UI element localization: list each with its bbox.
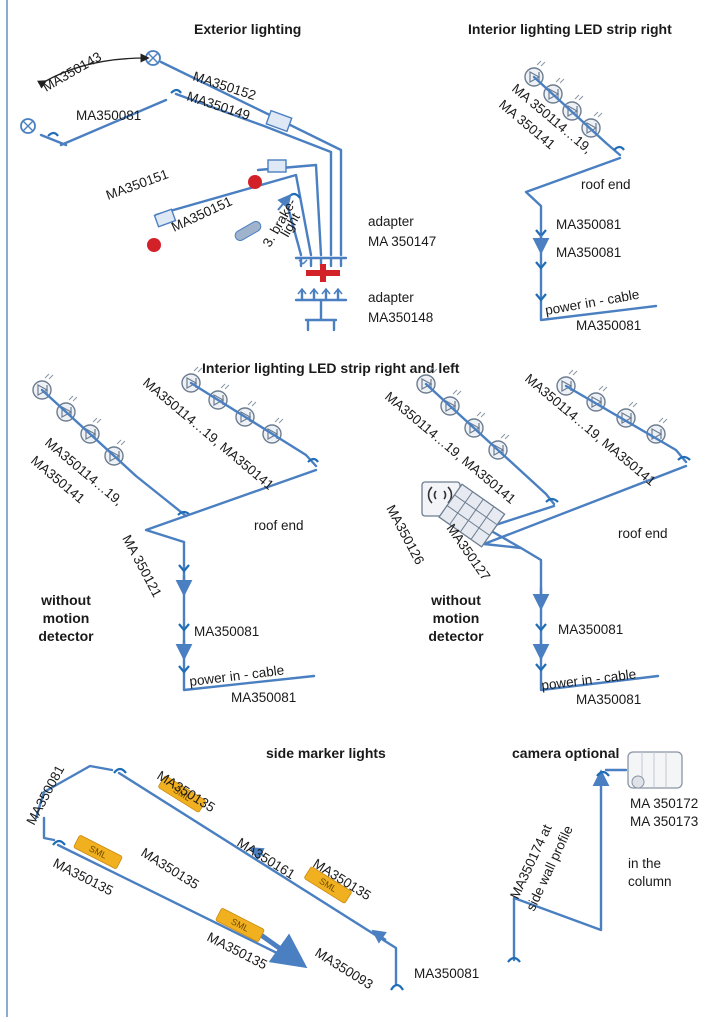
label-il-without-2: motion [43,610,90,626]
adapter-bottom-icon [294,287,348,332]
interior-both-left-wiring [32,366,319,692]
label-irr-sensor-1: MA350126 [383,502,427,567]
sml-light-icon: SML [73,835,123,869]
label-irr-power-in: power in - cable [541,666,637,693]
label-adapter1-l2: MA 350147 [368,234,436,249]
label-cam-2: MA 350173 [630,814,698,829]
interior-right-wiring [524,60,658,322]
brake-light-icon [234,221,262,241]
camera-wiring [507,751,683,963]
label-il-ext: MA350081 [194,624,259,639]
label-sm-bottom-right: MA350081 [414,966,479,981]
side-marker-wiring: SML SML SML SML [34,764,404,991]
sml-light-icon: SML [215,908,265,942]
label-ma350151-a: MA350151 [104,166,171,202]
label-irr-power-code: MA350081 [576,692,641,707]
label-cam-column-1: in the [628,856,661,871]
label-irr-without-3: detector [428,628,484,644]
label-irr-without-2: motion [433,610,480,626]
label-ma350151-b: MA350151 [169,194,235,235]
camera-title: camera optional [512,745,619,761]
label-il-without-3: detector [38,628,94,644]
cross-lamp-icon [145,50,161,66]
label-adapter2-l2: MA350148 [368,310,433,325]
wiring-diagram: Exterior lighting [6,0,698,1017]
cross-lamp-icon [20,118,36,134]
label-irr-roof-end: roof end [618,526,668,541]
sml-light-icon: SML [158,775,206,813]
label-ma350081-ext: MA350081 [76,108,141,123]
label-irr-strip-2: MA350114…19, MA350141 [522,371,659,489]
control-unit-icon [438,483,506,548]
exterior-title: Exterior lighting [194,21,301,37]
label-cam-1: MA 350172 [630,796,698,811]
label-ma350143: MA350143 [40,49,104,95]
adapter-top-icon [294,256,348,268]
label-il-junction: MA 350121 [119,532,164,599]
side-marker-title: side marker lights [266,745,386,761]
interior-both-right-wiring [416,367,691,692]
label-ir-power-code: MA350081 [576,318,641,333]
label-il-without-1: without [40,592,91,608]
red-lamp-icon [248,175,262,189]
interior-right-title: Interior lighting LED strip right [468,21,672,37]
label-adapter2-l1: adapter [368,290,414,305]
label-il-roof-end: roof end [254,518,304,533]
label-il-power-code: MA350081 [231,690,296,705]
label-ir-roof-end: roof end [581,177,631,192]
label-sm-mid-a: MA350135 [138,845,201,892]
label-irr-without-1: without [430,592,481,608]
exterior-wiring [20,50,348,332]
label-sm-mid-b: MA350161 [234,835,297,882]
sml-light-icon: SML [304,866,352,904]
label-ir-ext-1: MA350081 [556,217,621,232]
interior-both-title: Interior lighting LED strip right and le… [202,360,460,376]
diagram-frame: Exterior lighting [6,0,717,1017]
label-sm-sml1: MA350135 [154,768,217,815]
label-sm-top-left: MA350081 [23,763,67,828]
connector-plus-icon [306,264,340,282]
label-irr-ext: MA350081 [558,622,623,637]
red-lamp-icon [147,238,161,252]
label-cam-column-2: column [628,874,672,889]
label-ir-ext-2: MA350081 [556,245,621,260]
label-sm-tail: MA350093 [312,945,375,992]
camera-icon [627,751,683,789]
label-adapter1-l1: adapter [368,214,414,229]
